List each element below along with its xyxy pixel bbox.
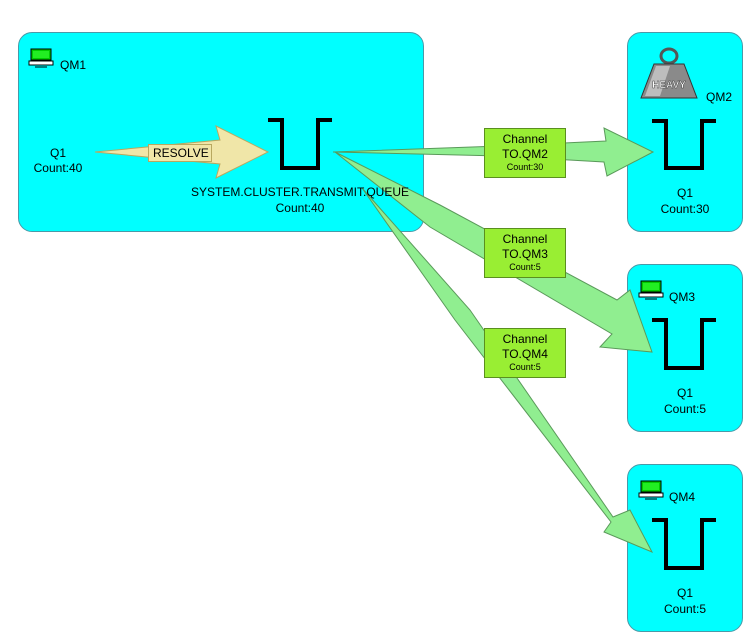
- qm3-name: QM3: [669, 290, 696, 304]
- channel-to-qm4[interactable]: Channel TO.QM4 Count:5: [484, 328, 566, 378]
- qm1-server-icon: [28, 48, 54, 68]
- qm1-name: QM1: [60, 58, 87, 72]
- qm1-local-queue-count: Count:40: [33, 161, 83, 175]
- qm2-queue-count: Count:30: [660, 202, 710, 216]
- channel-name: TO.QM3: [502, 247, 548, 261]
- qm4-name: QM4: [669, 490, 696, 504]
- channel-name: TO.QM2: [502, 147, 548, 161]
- transmit-queue-icon: [268, 118, 332, 170]
- channel-to-qm2[interactable]: Channel TO.QM2 Count:30: [484, 128, 566, 178]
- qm4-server-icon: [638, 480, 664, 500]
- channel-count: Count:30: [506, 162, 544, 172]
- weight-label: HEAVY: [652, 80, 686, 91]
- qm3-queue-icon: [652, 318, 716, 370]
- transmit-queue-name: SYSTEM.CLUSTER.TRANSMIT.QUEUE: [190, 185, 410, 199]
- channel-name: TO.QM4: [502, 347, 548, 361]
- heavy-weight-icon: HEAVY: [640, 47, 698, 99]
- qm2-name: QM2: [706, 90, 733, 104]
- qm2-queue-name: Q1: [676, 186, 693, 200]
- qm1-local-queue-name: Q1: [49, 146, 66, 160]
- qm3-queue-count: Count:5: [663, 402, 707, 416]
- qm4-queue-icon: [652, 518, 716, 570]
- channel-count: Count:5: [509, 362, 541, 372]
- channel-label: Channel: [502, 332, 548, 346]
- channel-label: Channel: [502, 132, 548, 146]
- qm4-queue-count: Count:5: [663, 602, 707, 616]
- channel-to-qm3[interactable]: Channel TO.QM3 Count:5: [484, 228, 566, 278]
- resolve-label: RESOLVE: [148, 144, 212, 162]
- transmit-queue-count: Count:40: [275, 201, 325, 215]
- channel-label: Channel: [502, 232, 548, 246]
- qm3-queue-name: Q1: [676, 386, 693, 400]
- channel-count: Count:5: [509, 262, 541, 272]
- qm3-server-icon: [638, 280, 664, 300]
- qm2-queue-icon: [652, 119, 716, 170]
- qm4-queue-name: Q1: [676, 586, 693, 600]
